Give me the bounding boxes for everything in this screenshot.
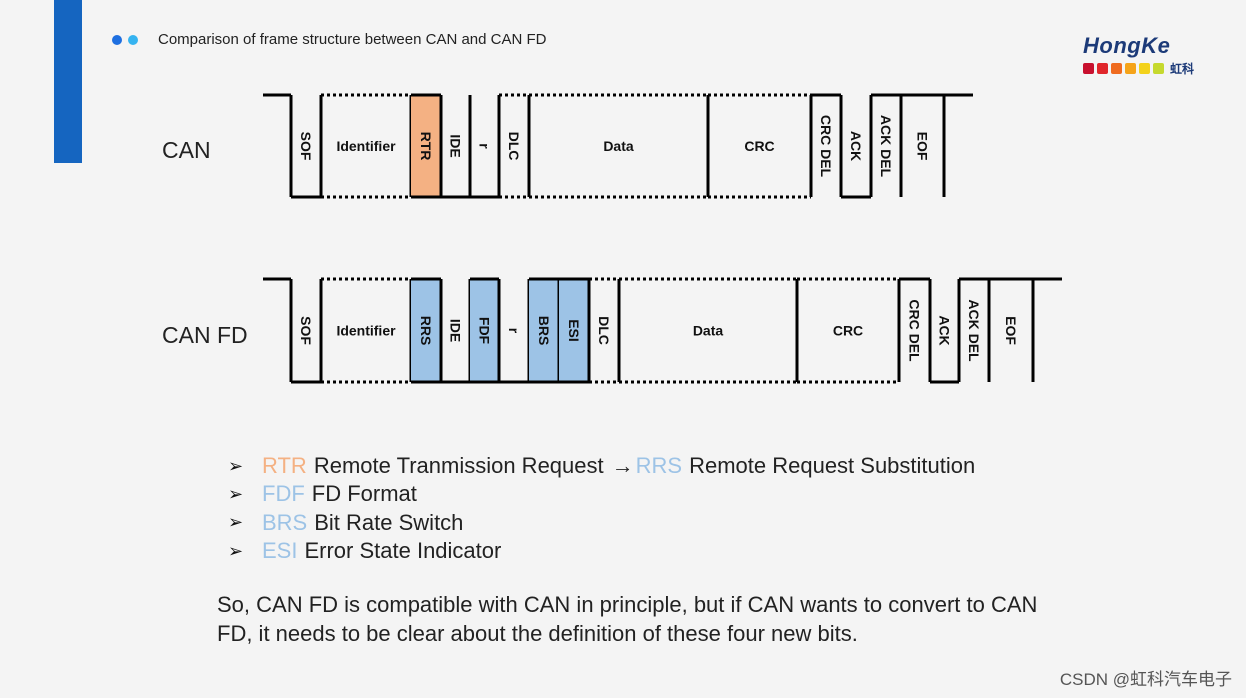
term-brs-description: Bit Rate Switch bbox=[314, 509, 464, 535]
field-label-esi: ESI bbox=[566, 319, 582, 342]
field-label-r: r bbox=[506, 328, 522, 334]
canfd-frame-label: CAN FD bbox=[162, 322, 248, 348]
logo-square bbox=[1153, 63, 1164, 74]
bullet-item-fdf: ➢ FDF FD Format bbox=[228, 480, 975, 508]
arrow-bullet-icon: ➢ bbox=[228, 455, 244, 476]
term-rtr-description: Remote Tranmission Request bbox=[313, 453, 604, 479]
field-label-brs: BRS bbox=[536, 316, 552, 346]
hongke-logo: HongKe 虹科 bbox=[1083, 34, 1208, 77]
bullet-item-rtr: ➢ RTR Remote Tranmission Request → RRS R… bbox=[228, 452, 975, 480]
summary-paragraph: So, CAN FD is compatible with CAN in pri… bbox=[217, 592, 1038, 646]
logo-square bbox=[1083, 63, 1094, 74]
field-label-crc: CRC bbox=[833, 323, 863, 339]
arrow-bullet-icon: ➢ bbox=[228, 483, 244, 504]
field-label-eof: EOF bbox=[915, 132, 931, 161]
csdn-watermark: CSDN @虹科汽车电子 bbox=[1059, 670, 1232, 689]
field-label-data: Data bbox=[603, 138, 634, 154]
logo-wordmark: HongKe bbox=[1083, 33, 1171, 58]
logo-square bbox=[1111, 63, 1122, 74]
logo-square bbox=[1139, 63, 1150, 74]
field-label-crc: CRC bbox=[744, 138, 774, 154]
field-label-eof: EOF bbox=[1003, 316, 1019, 345]
term-esi-description: Error State Indicator bbox=[304, 538, 502, 564]
term-esi: ESI bbox=[262, 538, 298, 564]
field-label-r: r bbox=[477, 143, 493, 149]
term-rrs: RRS bbox=[635, 453, 683, 479]
logo-square bbox=[1125, 63, 1136, 74]
logo-square bbox=[1097, 63, 1108, 74]
highlight-brs bbox=[529, 279, 559, 382]
term-rtr: RTR bbox=[262, 453, 307, 479]
highlight-esi bbox=[559, 279, 589, 382]
field-label-ack-del: ACK DEL bbox=[966, 299, 982, 362]
field-label-sof: SOF bbox=[298, 316, 314, 345]
highlight-rtr bbox=[411, 95, 441, 197]
can-frame-diagram: SOF Identifier RTR IDE r DLC Data CRC CRC DEL ACK… bbox=[263, 93, 973, 199]
field-label-rtr: RTR bbox=[418, 132, 434, 161]
term-rrs-description: Remote Request Substitution bbox=[689, 453, 976, 479]
logo-color-row: 虹科 bbox=[1083, 60, 1208, 77]
arrow-bullet-icon: ➢ bbox=[228, 512, 244, 533]
highlight-fdf bbox=[470, 279, 499, 382]
slide-title: Comparison of frame structure between CA… bbox=[158, 31, 547, 48]
logo-chinese-text: 虹科 bbox=[1170, 62, 1195, 76]
term-fdf: FDF bbox=[262, 481, 305, 507]
term-fdf-description: FD Format bbox=[311, 481, 417, 507]
field-label-dlc: DLC bbox=[596, 316, 612, 345]
right-arrow-icon: → bbox=[611, 453, 634, 479]
field-label-identifier: Identifier bbox=[336, 323, 396, 339]
bullet-dot-primary bbox=[112, 35, 122, 45]
bullet-dot-secondary bbox=[128, 35, 138, 45]
field-label-ack: ACK bbox=[848, 131, 864, 161]
field-label-identifier: Identifier bbox=[336, 138, 396, 154]
field-label-dlc: DLC bbox=[506, 132, 522, 161]
accent-bar bbox=[54, 0, 82, 163]
bullet-item-brs: ➢ BRS Bit Rate Switch bbox=[228, 509, 975, 537]
bullet-item-esi: ➢ ESI Error State Indicator bbox=[228, 537, 975, 565]
field-label-ide: IDE bbox=[448, 319, 464, 342]
field-label-ide: IDE bbox=[448, 134, 464, 157]
highlight-rrs bbox=[411, 279, 441, 382]
can-frame-label: CAN bbox=[162, 137, 211, 163]
field-label-fdf: FDF bbox=[477, 317, 493, 345]
field-label-rrs: RRS bbox=[418, 316, 434, 346]
field-label-crc-del: CRC DEL bbox=[907, 299, 923, 362]
term-brs: BRS bbox=[262, 509, 308, 535]
canfd-frame-diagram: SOF Identifier RRS IDE FDF r BRS ESI DLC Data CRC C… bbox=[263, 277, 1062, 384]
field-label-ack-del: ACK DEL bbox=[878, 115, 894, 178]
arrow-bullet-icon: ➢ bbox=[228, 540, 244, 561]
field-label-ack: ACK bbox=[937, 315, 953, 345]
field-label-crc-del: CRC DEL bbox=[818, 115, 834, 178]
field-label-sof: SOF bbox=[298, 132, 314, 161]
bullet-list: ➢ RTR Remote Tranmission Request → RRS R… bbox=[228, 452, 975, 565]
field-label-data: Data bbox=[693, 323, 724, 339]
